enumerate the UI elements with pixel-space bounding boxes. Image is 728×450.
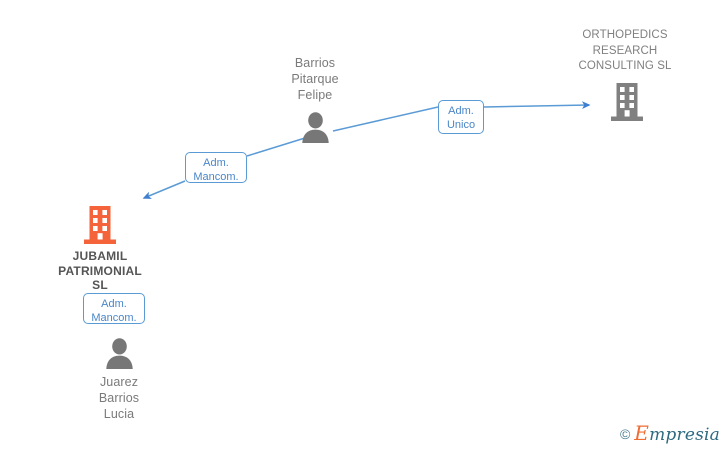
node-label-juarez-barrios-lucia: Juarez Barrios Lucia <box>98 375 140 421</box>
empresia-logo-initial: E <box>634 421 650 445</box>
graph-node-barrios-pitarque-felipe[interactable]: Barrios Pitarque Felipe <box>270 55 360 147</box>
person-icon[interactable] <box>301 112 330 143</box>
empresia-watermark: © Empresia <box>620 423 720 444</box>
edge-label-adm-mancom-lucia-jubamil[interactable]: Adm. Mancom. <box>83 293 145 324</box>
edge-line-felipe-jubamil-left <box>142 180 186 199</box>
node-label-orthopedics-research-consulting-sl: ORTHOPEDICS RESEARCH CONSULTING SL <box>578 29 672 72</box>
person-icon[interactable] <box>105 338 134 369</box>
graph-node-jubamil-patrimonial-sl[interactable]: JUBAMIL PATRIMONIAL SL <box>45 205 155 293</box>
edge-label-adm-mancom-felipe-jubamil[interactable]: Adm. Mancom. <box>185 152 247 183</box>
building-icon[interactable] <box>610 82 644 122</box>
empresia-logo-text: mpresia <box>649 425 720 445</box>
node-label-jubamil-patrimonial-sl: JUBAMIL PATRIMONIAL SL <box>58 249 142 292</box>
graph-node-orthopedics-research-consulting-sl[interactable]: ORTHOPEDICS RESEARCH CONSULTING SL <box>565 28 685 123</box>
graph-node-juarez-barrios-lucia[interactable]: Juarez Barrios Lucia <box>74 338 164 421</box>
building-icon[interactable] <box>83 205 117 245</box>
edge-label-adm-unico[interactable]: Adm. Unico <box>438 100 484 134</box>
empresia-logo: Empresia <box>634 423 720 444</box>
copyright-icon: © <box>619 425 631 442</box>
node-label-barrios-pitarque-felipe: Barrios Pitarque Felipe <box>291 56 339 102</box>
